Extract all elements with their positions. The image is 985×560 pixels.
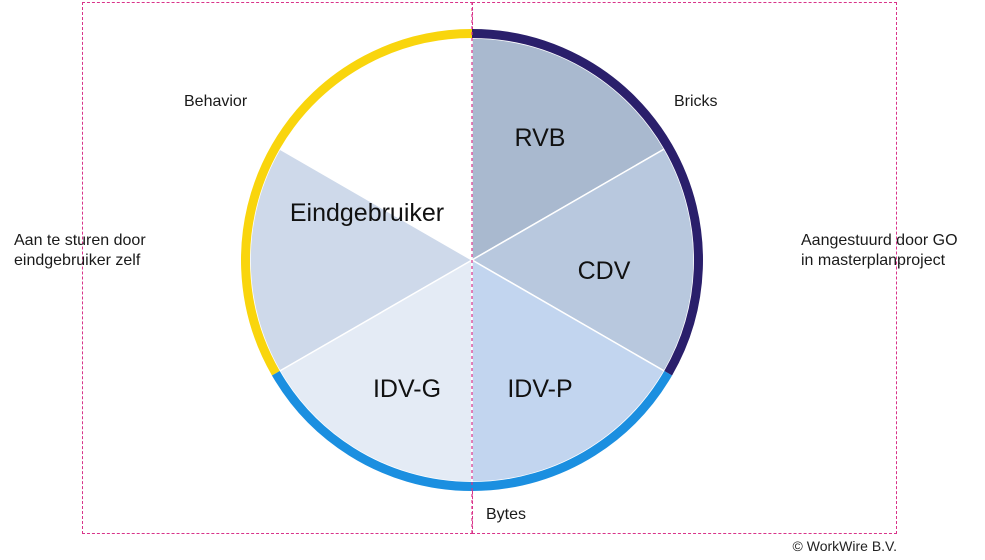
behavior-label: Behavior <box>184 93 248 110</box>
left-note: Aan te sturen door eindgebruiker zelf <box>14 232 146 269</box>
segment-idvg <box>249 147 474 373</box>
bytes-ring <box>271 370 673 491</box>
bricks-ring <box>471 29 703 376</box>
segment-label-idvp: IDV-P <box>507 375 572 403</box>
behavior-ring <box>241 29 473 376</box>
segment-label-cdv: CDV <box>578 257 631 285</box>
segment-cdv <box>470 147 695 373</box>
right-note: Aangestuurd door GO in masterplanproject <box>801 232 958 269</box>
segment-rvb <box>471 37 666 262</box>
segment-label-idvg: IDV-G <box>373 375 441 403</box>
bricks-label: Bricks <box>674 93 718 110</box>
copyright-text: © WorkWire B.V. <box>792 538 897 554</box>
bytes-label: Bytes <box>486 506 527 523</box>
segment-label-rvb: RVB <box>515 124 566 152</box>
segment-label-eindgebruiker: Eindgebruiker <box>290 199 444 227</box>
segment-idvp <box>471 258 666 483</box>
